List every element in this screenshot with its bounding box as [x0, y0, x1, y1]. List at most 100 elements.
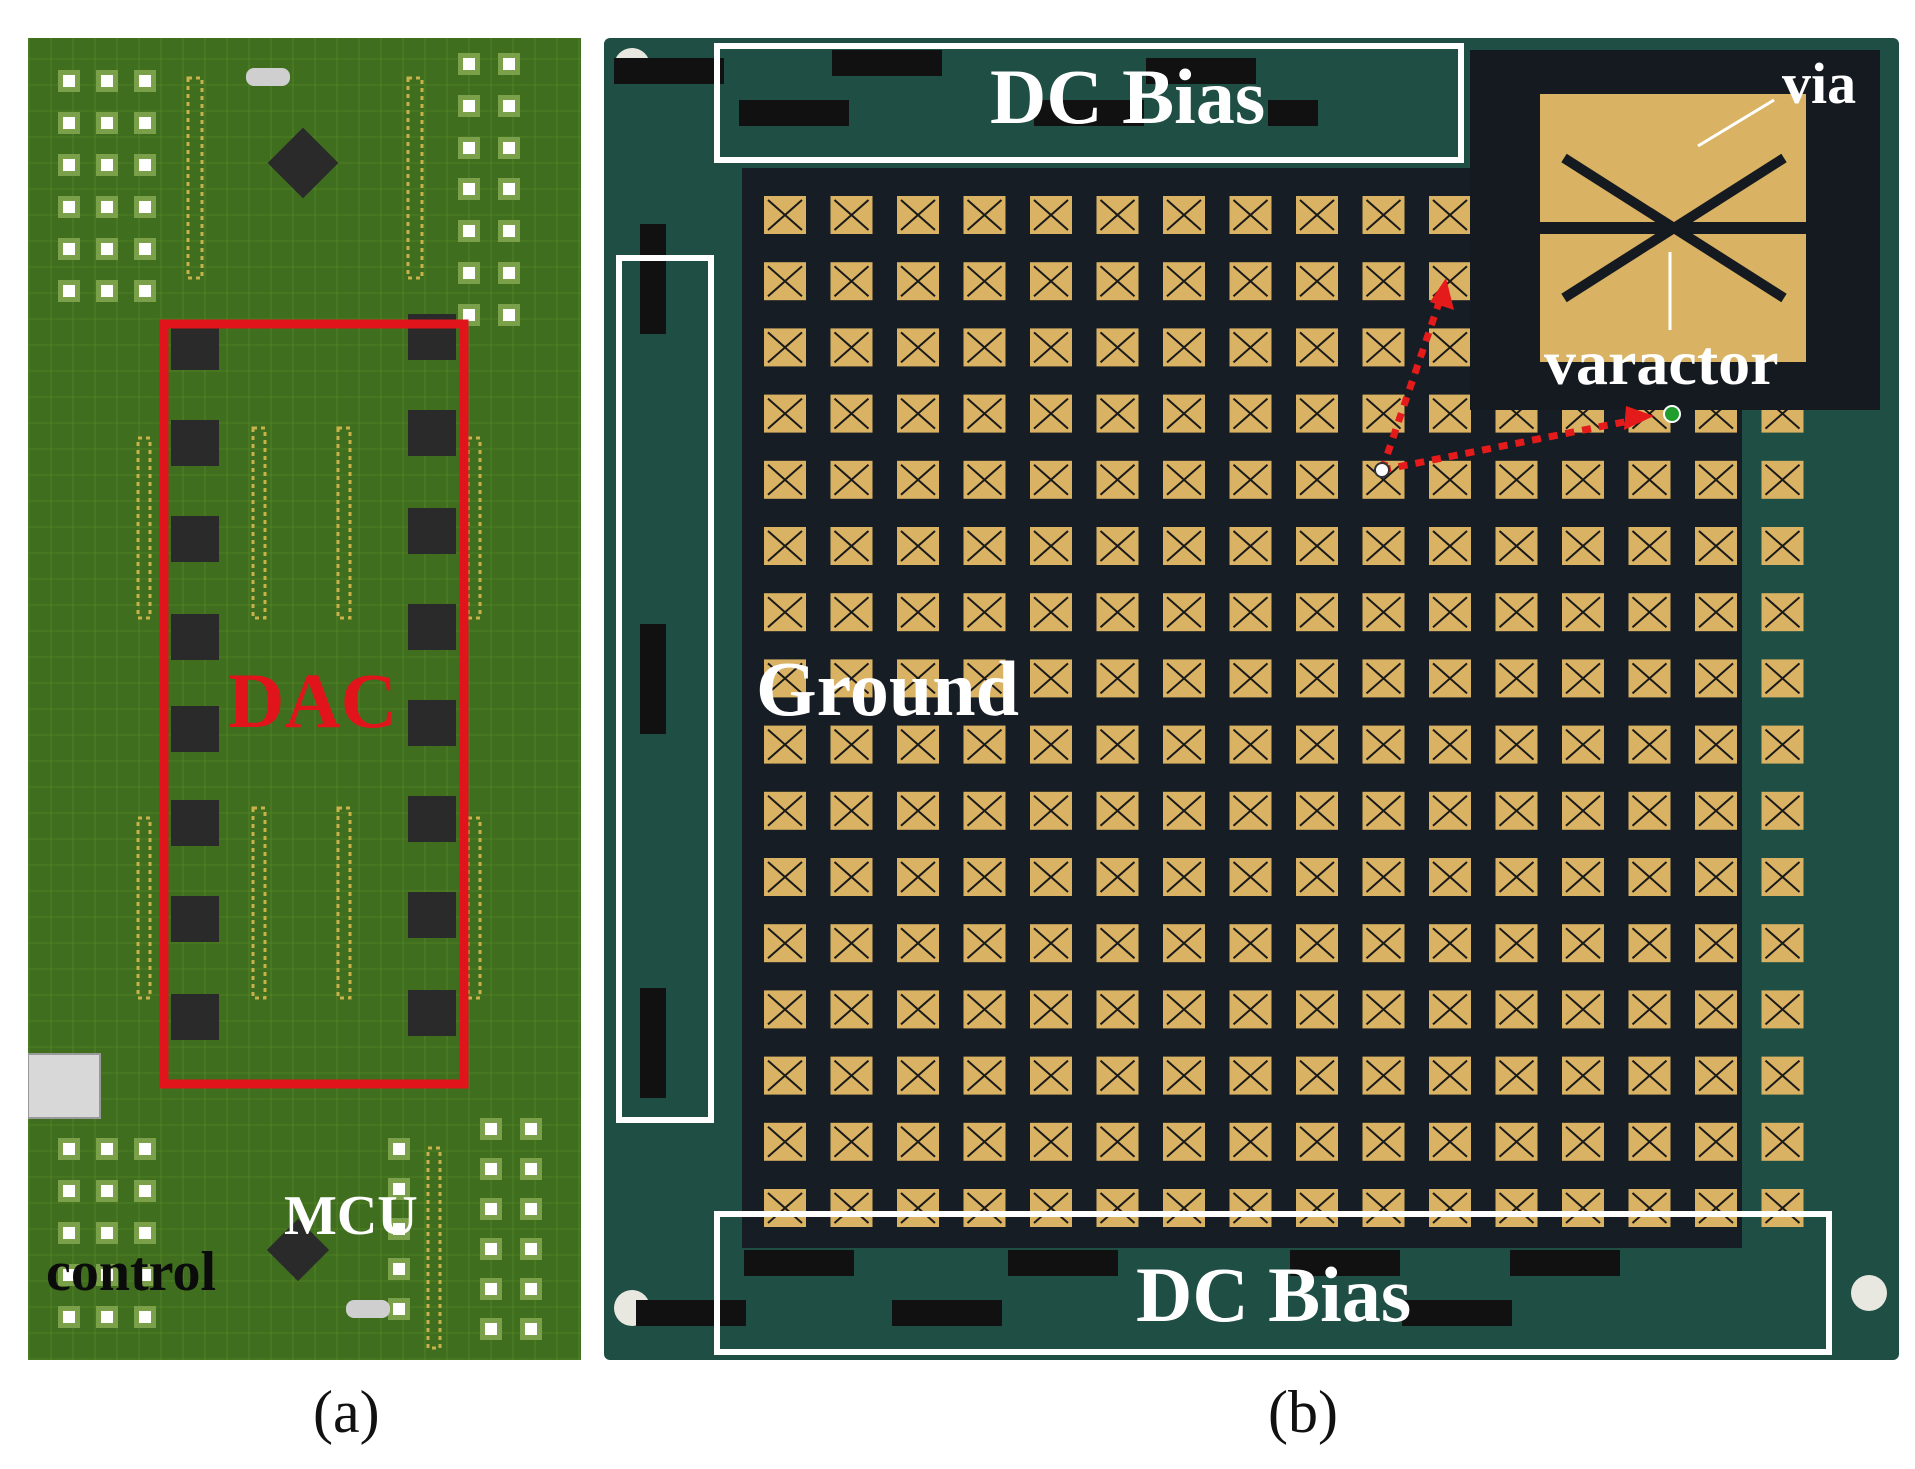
test-pad: [139, 117, 151, 129]
unit-cell-slot: [1432, 927, 1468, 959]
dac-chip: [171, 420, 219, 466]
unit-cell-slot: [1166, 662, 1202, 695]
unit-cell-slot: [1698, 662, 1734, 695]
pin-header: [466, 816, 482, 1000]
mcu-chip-top: [267, 127, 339, 199]
unit-cell-slot: [1498, 795, 1535, 827]
unit-cell-slot: [1432, 199, 1468, 231]
unit-cell-slot: [833, 1126, 870, 1158]
unit-cell-slot: [1232, 662, 1269, 695]
unit-cell-slot: [1764, 927, 1801, 959]
unit-cell-slot: [1166, 1126, 1202, 1158]
unit-cell-slot: [1498, 662, 1535, 695]
unit-cell-slot: [1099, 397, 1136, 430]
unit-cell-slot: [1099, 199, 1136, 231]
unit-cell-slot: [1764, 1192, 1801, 1224]
unit-cell-slot: [1166, 993, 1202, 1026]
unit-cell-slot: [900, 1192, 936, 1224]
unit-cell-slot: [767, 993, 803, 1026]
unit-cell-slot: [1432, 1059, 1468, 1092]
unit-cell-slot: [1299, 596, 1335, 628]
unit-cell-slot: [1432, 464, 1468, 496]
unit-cell-slot: [767, 662, 803, 695]
unit-cell-slot: [1764, 464, 1801, 496]
unit-cell-slot: [833, 662, 870, 695]
unit-cell-slot: [833, 861, 870, 893]
unit-cell-slot: [1033, 464, 1069, 496]
unit-cell-slot: [1099, 1126, 1136, 1158]
unit-cell-slot: [1698, 530, 1734, 562]
unit-cell-slot: [1099, 1192, 1136, 1224]
unit-cell-slot: [1166, 331, 1202, 364]
test-pad: [63, 285, 75, 297]
unit-cell-slot: [1698, 927, 1734, 959]
unit-cell-slot: [1299, 397, 1335, 430]
unit-cell-slot: [1232, 1059, 1269, 1092]
usb-connector: [28, 1053, 101, 1119]
unit-cell-slot: [1033, 1192, 1069, 1224]
test-pad: [63, 1185, 75, 1197]
unit-cell-slot: [767, 861, 803, 893]
unit-cell-slot: [1565, 795, 1601, 827]
test-pad: [63, 1269, 75, 1281]
unit-cell-slot: [1764, 861, 1801, 893]
dac-chip: [408, 604, 456, 650]
unit-cell-slot: [1432, 993, 1468, 1026]
unit-cell-slot: [1166, 927, 1202, 959]
unit-cell-slot: [1764, 662, 1801, 695]
zoom-arrow-right: [1381, 414, 1645, 474]
unit-cell-slot: [1033, 993, 1069, 1026]
unit-cell-slot: [1099, 728, 1136, 761]
unit-cell-slot: [1232, 795, 1269, 827]
dac-chip: [408, 990, 456, 1036]
pin-header: [1008, 1250, 1118, 1276]
pin-header: [739, 100, 849, 126]
unit-cell-slot: [1232, 861, 1269, 893]
unit-cell-slot: [1033, 927, 1069, 959]
unit-cell-slot: [767, 596, 803, 628]
mcu-label: MCU: [284, 1185, 418, 1247]
test-pad: [139, 243, 151, 255]
unit-cell-slot: [1033, 1126, 1069, 1158]
unit-cell-slot: [1033, 331, 1069, 364]
unit-cell-slot: [900, 1126, 936, 1158]
unit-cell-slot: [1432, 1126, 1468, 1158]
via-pointer: [1697, 98, 1775, 148]
pin-header: [336, 806, 352, 1000]
unit-cell-slot: [900, 530, 936, 562]
unit-cell-slot: [1232, 530, 1269, 562]
unit-cell-slot: [966, 861, 1003, 893]
unit-cell-slot: [1166, 530, 1202, 562]
pin-header: [640, 988, 666, 1098]
unit-cell-slot: [1565, 1126, 1601, 1158]
test-pad: [139, 285, 151, 297]
unit-cell-slot: [966, 1126, 1003, 1158]
unit-cell-slot: [1099, 993, 1136, 1026]
unit-cell-slot: [1299, 795, 1335, 827]
unit-cell-slot: [1565, 1192, 1601, 1224]
unit-cell-slot: [966, 596, 1003, 628]
unit-cell-slot: [833, 993, 870, 1026]
unit-cell-slot: [1764, 728, 1801, 761]
dc-bias-bottom-box: [714, 1211, 1832, 1355]
test-pad: [485, 1203, 497, 1215]
zoom-arrowhead-up: [1430, 278, 1454, 310]
unit-cell-slot: [1232, 199, 1269, 231]
unit-cell-slot: [1698, 1192, 1734, 1224]
caption-b: (b): [1268, 1379, 1338, 1445]
test-pad: [139, 159, 151, 171]
unit-cell-slot: [1631, 861, 1668, 893]
test-pad: [525, 1323, 537, 1335]
unit-cell-slot: [900, 331, 936, 364]
unit-cell-slot: [966, 1059, 1003, 1092]
test-pad: [139, 1311, 151, 1323]
unit-cell-slot: [833, 397, 870, 430]
zoom-arrowhead-right: [1624, 406, 1654, 430]
test-pad: [393, 1223, 405, 1235]
unit-cell-slot: [1166, 464, 1202, 496]
unit-cell-slot: [900, 596, 936, 628]
test-pad: [503, 267, 515, 279]
test-pad: [525, 1163, 537, 1175]
test-pad: [101, 159, 113, 171]
unit-cell-slot: [1166, 1059, 1202, 1092]
